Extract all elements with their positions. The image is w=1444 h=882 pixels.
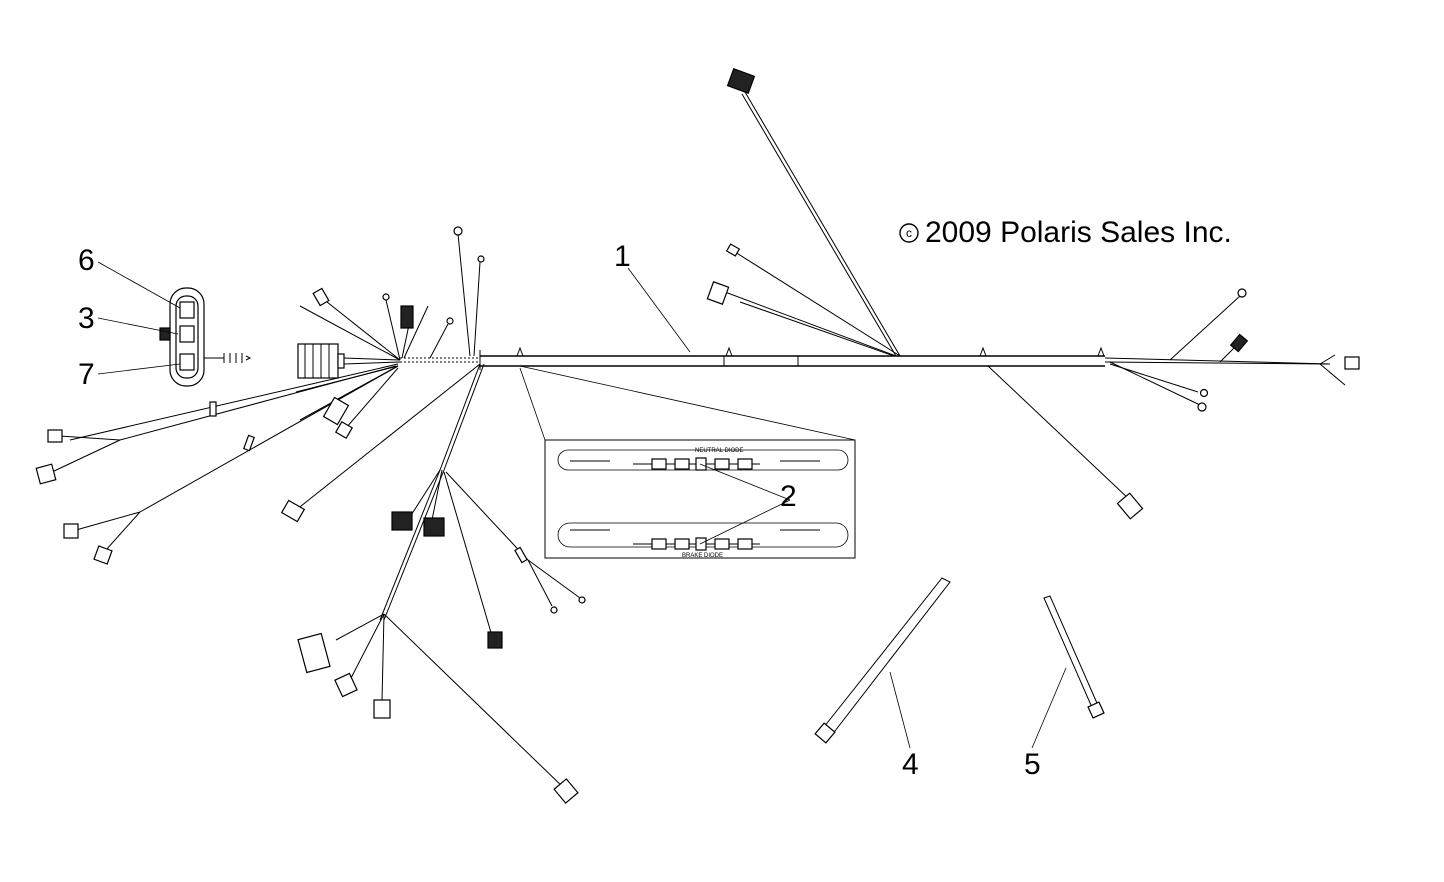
brake-diode-label: BRAKE DIODE: [682, 553, 723, 559]
diode-inset: NEUTRAL DIODE BRAKE DIODE: [519, 365, 856, 559]
switch-assembly[interactable]: [159, 287, 252, 387]
right-end-branches[interactable]: [987, 288, 1360, 520]
upper-branches[interactable]: [706, 68, 901, 357]
callout-2: 2: [780, 480, 797, 513]
leader-lines: [97, 261, 1067, 749]
copyright-symbol: c: [906, 226, 912, 240]
cable-tie-4[interactable]: [814, 577, 951, 744]
callout-4: 4: [902, 748, 919, 781]
callout-5: 5: [1024, 748, 1041, 781]
cable-tie-5[interactable]: [1043, 595, 1105, 719]
copyright-text: 2009 Polaris Sales Inc.: [925, 216, 1232, 249]
neutral-diode-label: NEUTRAL DIODE: [695, 448, 743, 454]
callout-6: 6: [78, 244, 95, 277]
left-hub-harness[interactable]: [35, 226, 586, 804]
neutral-diode[interactable]: [633, 457, 760, 471]
callout-7: 7: [78, 358, 95, 391]
callout-3: 3: [78, 302, 95, 335]
copyright-notice: c 2009 Polaris Sales Inc.: [899, 216, 1232, 249]
callout-1: 1: [614, 240, 631, 273]
brake-diode[interactable]: [633, 537, 760, 551]
main-harness-trunk[interactable]: [400, 346, 1105, 370]
